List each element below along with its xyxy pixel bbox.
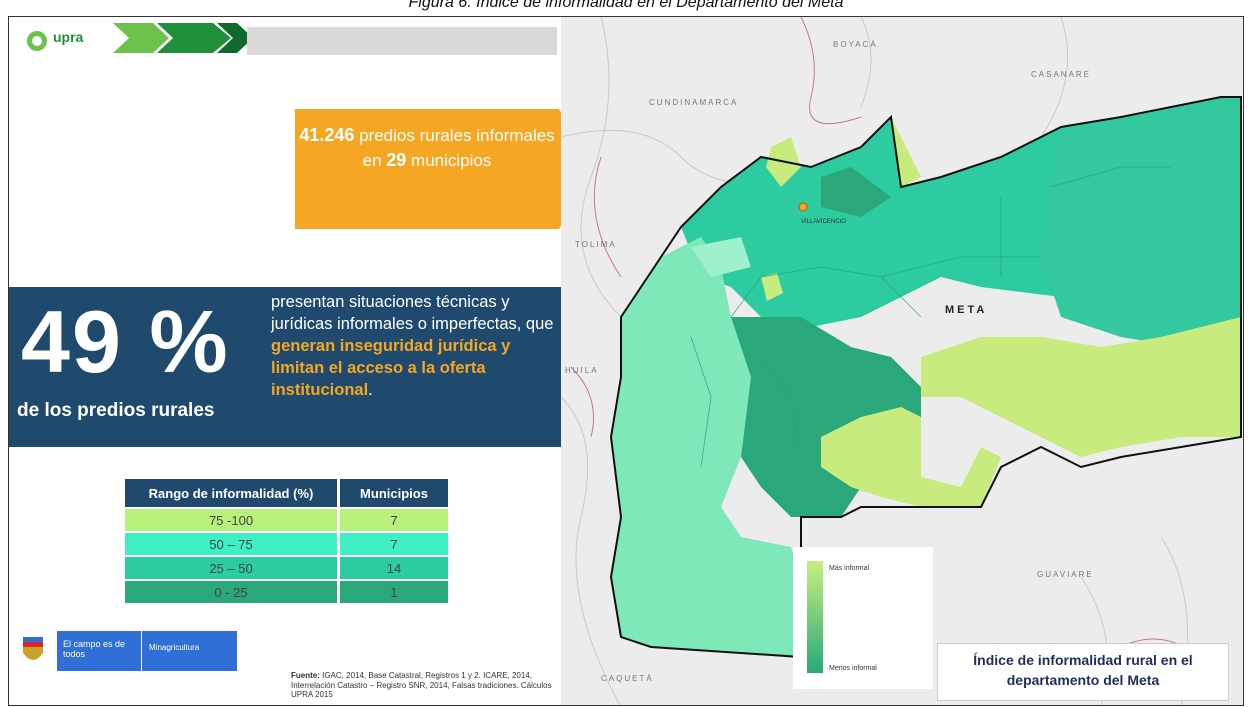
callout-number: 41.246 — [299, 125, 355, 145]
legend-gradient-bar — [807, 561, 823, 673]
map-label-casanare: CASANARE — [1031, 70, 1091, 79]
campo-text: El campo es de todos — [63, 639, 126, 659]
map-label-tolima: TOLIMA — [575, 240, 617, 249]
callout-text: 41.246 predios rurales informales en 29 … — [295, 123, 559, 173]
table-header-row: Rango de informalidad (%) Municipios — [125, 479, 448, 507]
left-panel: upra 41.246 predios rurales informales e… — [9, 17, 595, 705]
map-label-caqueta: CAQUETÁ — [601, 674, 654, 683]
table-row: 50 – 75 7 — [125, 533, 448, 555]
table-cell-count: 7 — [337, 533, 448, 555]
upra-logo: upra — [23, 27, 83, 53]
table-header-municipios: Municipios — [337, 479, 448, 507]
callout-text-a: predios rurales informales en — [354, 126, 555, 170]
colombia-coat-of-arms-icon — [15, 631, 51, 671]
table-row: 75 -100 7 — [125, 509, 448, 531]
table-cell-count: 7 — [337, 509, 448, 531]
upra-logo-text: upra — [53, 29, 84, 45]
map-title: Índice de informalidad rural en el depar… — [973, 652, 1193, 688]
statistic-box: 49 % de los predios rurales presentan si… — [9, 287, 564, 447]
figure-caption: Figura 6. Índice de informalidad en el D… — [408, 0, 844, 11]
infographic-frame: upra 41.246 predios rurales informales e… — [8, 16, 1244, 706]
map-label-guaviare: GUAVIARE — [1037, 570, 1094, 579]
table-row: 25 – 50 14 — [125, 557, 448, 579]
header-chevrons — [113, 23, 253, 53]
header-bar: upra — [17, 21, 557, 55]
callout-arrow-shape — [295, 109, 595, 229]
table-cell-range: 75 -100 — [125, 509, 337, 531]
map-legend: Más informal Menos informal — [793, 547, 933, 689]
table-cell-count: 1 — [337, 581, 448, 603]
source-note: Fuente: IGAC, 2014, Base Catastral, Regi… — [291, 671, 553, 700]
desc-plain: presentan situaciones técnicas y jurídic… — [271, 293, 554, 333]
callout-count: 29 — [386, 150, 407, 170]
statistic-description: presentan situaciones técnicas y jurídic… — [271, 291, 561, 401]
map-label-huila: HUILA — [565, 366, 599, 375]
table-row: 0 - 25 1 — [125, 581, 448, 603]
table-header-range: Rango de informalidad (%) — [125, 479, 337, 507]
banner-divider — [141, 631, 142, 671]
header-grey-band — [247, 27, 557, 55]
callout-text-b: municipios — [406, 151, 492, 170]
legend-high-label: Más informal — [829, 565, 870, 572]
informality-range-table: Rango de informalidad (%) Municipios 75 … — [125, 477, 448, 605]
table-cell-range: 25 – 50 — [125, 557, 337, 579]
villavicencio-label: VILLAVICENCIO — [801, 219, 846, 225]
upra-logo-icon — [27, 31, 47, 51]
predios-callout: 41.246 predios rurales informales en 29 … — [295, 109, 595, 229]
table-cell-count: 14 — [337, 557, 448, 579]
desc-highlight: generan inseguridad jurídica y limitan e… — [271, 337, 511, 399]
source-label: Fuente: — [291, 671, 320, 680]
desc-end: . — [368, 381, 373, 399]
meta-map: VILLAVICENCIO BOYACÁ CASANARE CUNDINAMAR… — [560, 17, 1243, 705]
el-campo-banner: El campo es de todos Minagricultura — [57, 631, 237, 671]
map-label-cundinamarca: CUNDINAMARCA — [649, 98, 738, 107]
legend-low-label: Menos informal — [829, 665, 877, 672]
table-cell-range: 0 - 25 — [125, 581, 337, 603]
percent-subtitle: de los predios rurales — [17, 400, 215, 421]
map-label-meta: META — [945, 304, 987, 316]
map-label-boyaca: BOYACÁ — [833, 40, 878, 49]
source-text: IGAC, 2014, Base Catastral, Registros 1 … — [291, 671, 552, 699]
table-cell-range: 50 – 75 — [125, 533, 337, 555]
ministry-text: Minagricultura — [149, 643, 200, 652]
map-title-box: Índice de informalidad rural en el depar… — [937, 643, 1229, 701]
percent-figure: 49 % — [21, 292, 230, 391]
